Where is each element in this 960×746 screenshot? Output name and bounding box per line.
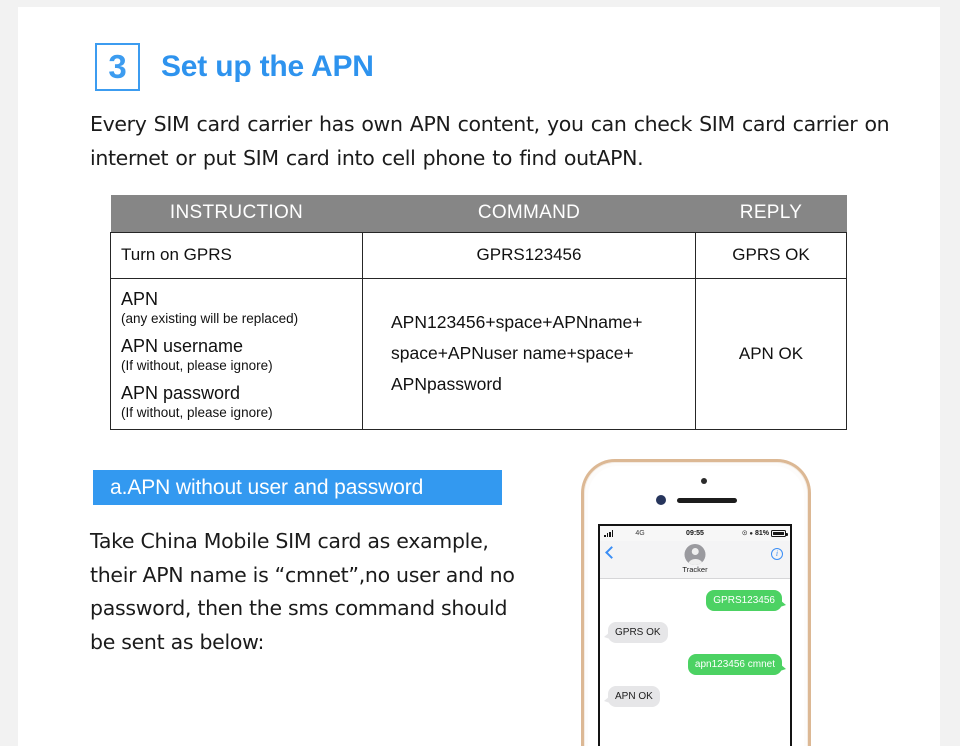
subsection-paragraph: Take China Mobile SIM card as example, t… xyxy=(90,529,515,654)
message-list: GPRS123456 GPRS OK apn123456 cmnet APN O… xyxy=(600,579,790,707)
table-row: Turn on GPRS GPRS123456 GPRS OK xyxy=(110,231,847,279)
message-row: apn123456 cmnet xyxy=(608,654,787,675)
battery-icon xyxy=(771,530,788,537)
command-line: APN123456+space+APNname+ xyxy=(391,312,643,332)
instruction-label: APN xyxy=(121,288,159,309)
phone-mockup: 4G 09:55 ☉ ● 81% xyxy=(581,459,811,746)
instruction-note: (If without, please ignore) xyxy=(121,357,273,373)
cell-reply: APN OK xyxy=(695,277,847,430)
cell-reply: GPRS OK xyxy=(695,231,847,279)
subsection-banner: a.APN without user and password xyxy=(93,470,502,505)
table-header-row: INSTRUCTION COMMAND REPLY xyxy=(110,195,847,232)
message-bubble-sent: apn123456 cmnet xyxy=(687,654,787,675)
instruction-group: APN username (If without, please ignore) xyxy=(121,336,352,374)
back-chevron-icon[interactable] xyxy=(605,546,618,559)
table-header-reply: REPLY xyxy=(695,195,847,232)
intro-paragraph: Every SIM card carrier has own APN conte… xyxy=(90,112,890,170)
command-table: INSTRUCTION COMMAND REPLY Turn on GPRS G… xyxy=(110,195,847,430)
phone-body: 4G 09:55 ☉ ● 81% xyxy=(581,459,811,746)
cell-command: APN123456+space+APNname+ space+APNuser n… xyxy=(362,277,696,430)
table-row: APN (any existing will be replaced) APN … xyxy=(110,277,847,430)
table-header-instruction: INSTRUCTION xyxy=(110,195,363,232)
message-row: GPRS123456 xyxy=(608,590,786,611)
message-row: GPRS OK xyxy=(604,622,782,643)
command-line: space+APNuser name+space+ xyxy=(391,343,634,363)
cell-command: GPRS123456 xyxy=(362,231,696,279)
instruction-label: APN username xyxy=(121,335,244,356)
message-bubble-received: APN OK xyxy=(604,686,660,707)
network-type-label: 4G xyxy=(635,530,645,537)
status-bar-clock: 09:55 xyxy=(686,530,704,537)
contact-name-label: Tracker xyxy=(682,565,708,574)
alarm-clock-icon: ● xyxy=(749,530,753,537)
cell-instruction: APN (any existing will be replaced) APN … xyxy=(110,277,363,430)
contact-avatar[interactable] xyxy=(684,544,706,565)
message-row: APN OK xyxy=(604,686,782,707)
content-canvas: 3 Set up the APN Every SIM card carrier … xyxy=(18,7,940,746)
command-line: APNpassword xyxy=(391,374,502,394)
page-title: Set up the APN xyxy=(161,50,374,83)
instruction-group: APN (any existing will be replaced) xyxy=(121,289,352,327)
phone-screen: 4G 09:55 ☉ ● 81% xyxy=(598,524,792,746)
message-bubble-received: GPRS OK xyxy=(604,622,668,643)
step-number-box: 3 xyxy=(95,43,140,91)
location-arrow-icon: ☉ xyxy=(741,531,748,537)
command-text: APN123456+space+APNname+ space+APNuser n… xyxy=(373,307,685,400)
signal-bars-icon xyxy=(604,530,614,537)
status-bar: 4G 09:55 ☉ ● 81% xyxy=(600,526,790,541)
instruction-label: APN password xyxy=(121,382,241,403)
section-heading: 3 Set up the APN xyxy=(95,43,374,91)
instruction-note: (If without, please ignore) xyxy=(121,404,273,420)
message-nav-bar: Tracker i xyxy=(600,541,790,579)
status-bar-right-group: ☉ ● 81% xyxy=(741,530,788,537)
front-camera-icon xyxy=(656,495,666,505)
instruction-group: APN password (If without, please ignore) xyxy=(121,383,352,421)
earpiece-speaker-icon xyxy=(677,498,737,503)
message-bubble-sent: GPRS123456 xyxy=(706,590,786,611)
info-icon[interactable]: i xyxy=(771,548,783,560)
table-header-command: COMMAND xyxy=(362,195,696,232)
proximity-sensor-icon xyxy=(701,478,707,484)
battery-percent-label: 81% xyxy=(754,530,769,537)
instruction-note: (any existing will be replaced) xyxy=(121,310,299,326)
cell-instruction: Turn on GPRS xyxy=(110,231,363,279)
